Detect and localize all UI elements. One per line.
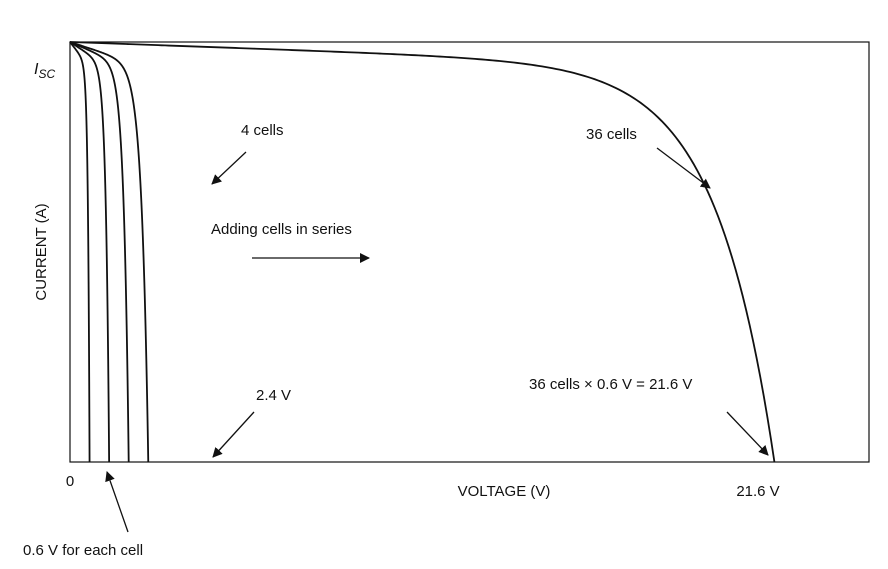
annotation-36-cells: 36 cells [586, 126, 637, 143]
plot-area-frame [69, 41, 870, 463]
isc-main: I [34, 61, 39, 78]
arrow-2-4-v [212, 411, 255, 458]
curve-36-cells [69, 41, 776, 463]
isc-subscript: SC [38, 67, 55, 81]
curve-1-cells [69, 41, 91, 463]
y-axis-label: CURRENT (A) [33, 203, 50, 300]
annotation-formula: 36 cells × 0.6 V = 21.6 V [529, 376, 692, 393]
annotation-4-cells: 4 cells [241, 122, 284, 139]
curves-group [69, 41, 776, 463]
arrow-per-cell [105, 471, 129, 533]
curve-2-cells [69, 41, 111, 463]
y-tick-label-isc: ISC [34, 61, 55, 81]
x-tick-label-21-6: 21.6 V [736, 483, 779, 500]
curve-4-cells [69, 41, 150, 463]
arrow-4-cells [211, 151, 247, 185]
annotation-adding-cells: Adding cells in series [211, 221, 352, 238]
x-tick-label-0: 0 [66, 473, 74, 490]
annotation-2-4-v: 2.4 V [256, 387, 291, 404]
curve-3-cells [69, 41, 130, 463]
annotation-per-cell: 0.6 V for each cell [23, 542, 143, 559]
x-axis-label: VOLTAGE (V) [458, 483, 551, 500]
arrow-formula [726, 411, 769, 456]
arrow-36-cells [656, 147, 711, 189]
